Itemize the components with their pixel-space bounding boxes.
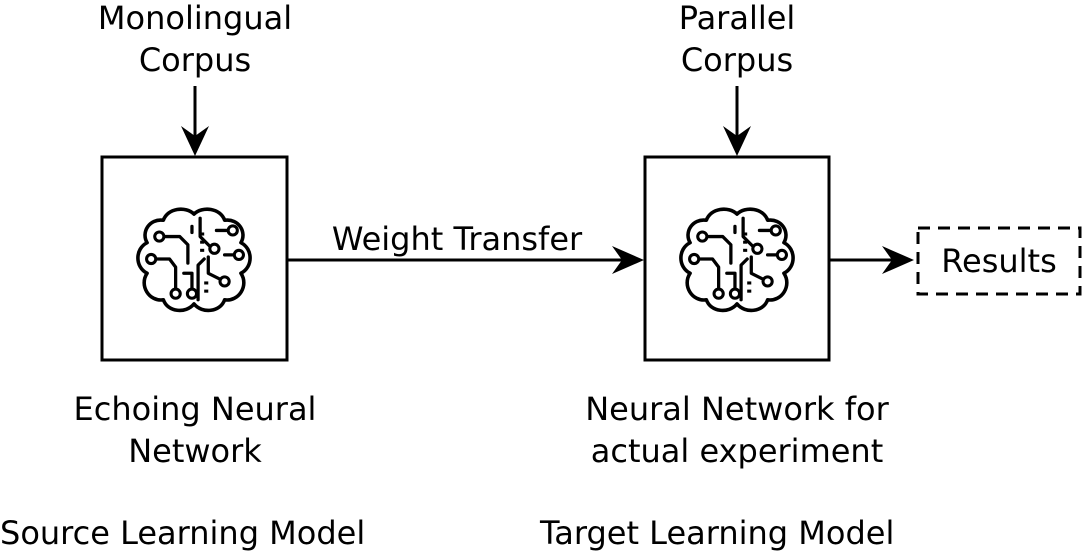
source-network-label-line1: Echoing Neural: [73, 390, 317, 428]
target-network-label-line2: actual experiment: [590, 432, 884, 470]
target-input-label-line1: Parallel: [678, 0, 796, 37]
target-brain-circuit-icon: [679, 207, 795, 313]
source-input-label-line2: Corpus: [138, 41, 252, 79]
target-input-label-line2: Corpus: [680, 41, 794, 79]
results-label: Results: [941, 242, 1057, 280]
source-network-label-line2: Network: [128, 432, 262, 470]
target-model-label: Target Learning Model: [540, 514, 895, 552]
weight-transfer-label: Weight Transfer: [331, 220, 583, 258]
results-box: [916, 226, 1082, 296]
source-brain-circuit-icon: [136, 207, 252, 313]
source-network-box: [100, 155, 289, 362]
target-input-arrow: [723, 86, 751, 156]
target-network-label-line1: Neural Network for: [585, 390, 889, 428]
output-arrow: [829, 246, 914, 274]
target-network-box: [643, 155, 831, 362]
source-model-label: Source Learning Model: [0, 514, 366, 552]
weight-transfer-arrow: [287, 246, 644, 274]
source-input-arrow: [181, 86, 209, 156]
source-input-label-line1: Monolingual: [97, 0, 293, 37]
